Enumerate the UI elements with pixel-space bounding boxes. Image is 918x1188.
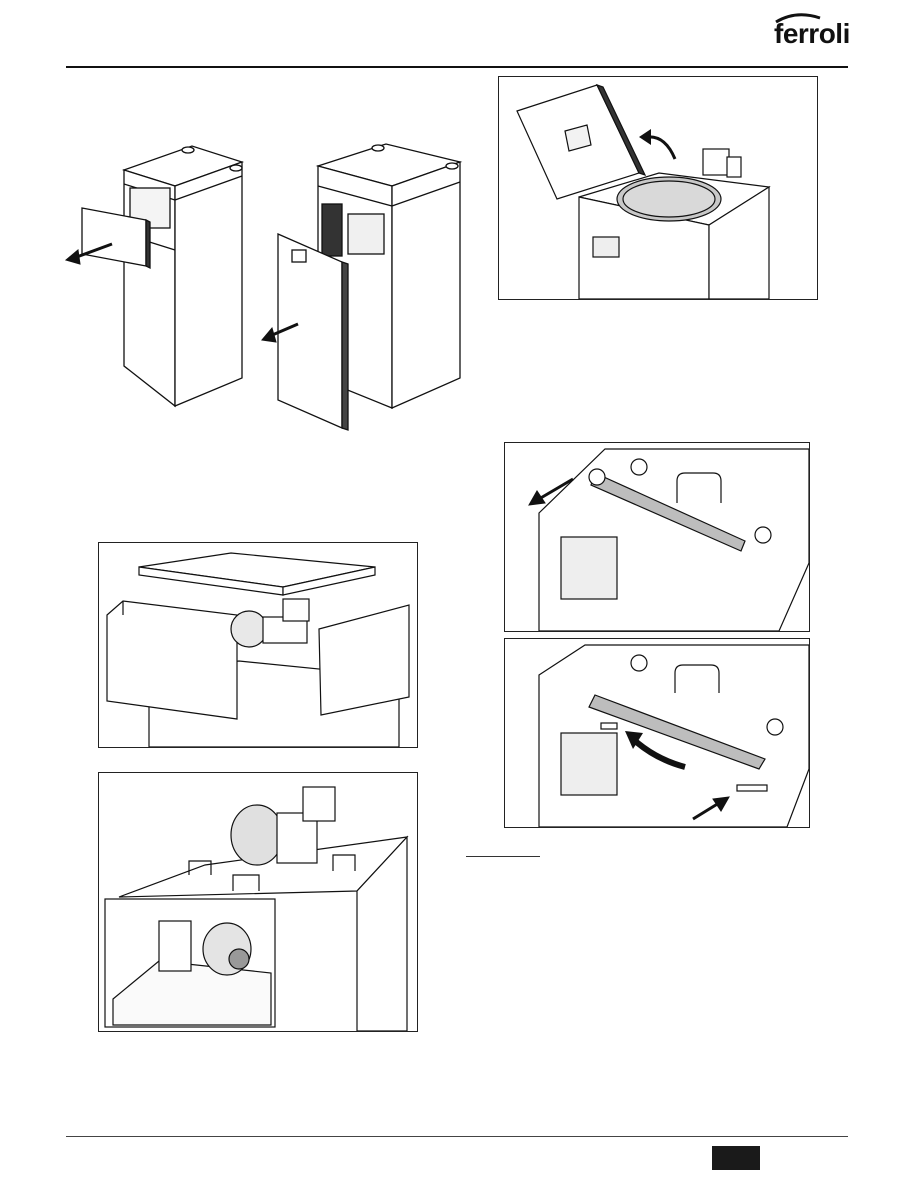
header-rule [66,66,848,68]
chamber-lid-open-illustration [499,77,817,299]
caption-underline [466,856,540,857]
boiler-cabinet-panel-removal-illustration [60,138,480,438]
fig-hinge-bar-removal [504,442,810,632]
fan-gas-valve-illustration [99,773,417,1031]
fig-combustion-chamber-lid-open [498,76,818,300]
page-number-tab [712,1146,760,1170]
fig-top-cover-and-side-panels [98,542,418,748]
fig-fan-and-gas-valve [98,772,418,1032]
top-cover-removal-illustration [99,543,417,747]
fig-cabinet-front-panels [60,138,480,438]
logo-arc-icon [774,12,824,24]
footer-rule [66,1136,848,1137]
hinge-bar-refit-illustration [505,639,809,827]
fig-hinge-bar-refit [504,638,810,828]
hinge-bar-removal-illustration [505,443,809,631]
brand-logo: ferroli [774,18,850,50]
